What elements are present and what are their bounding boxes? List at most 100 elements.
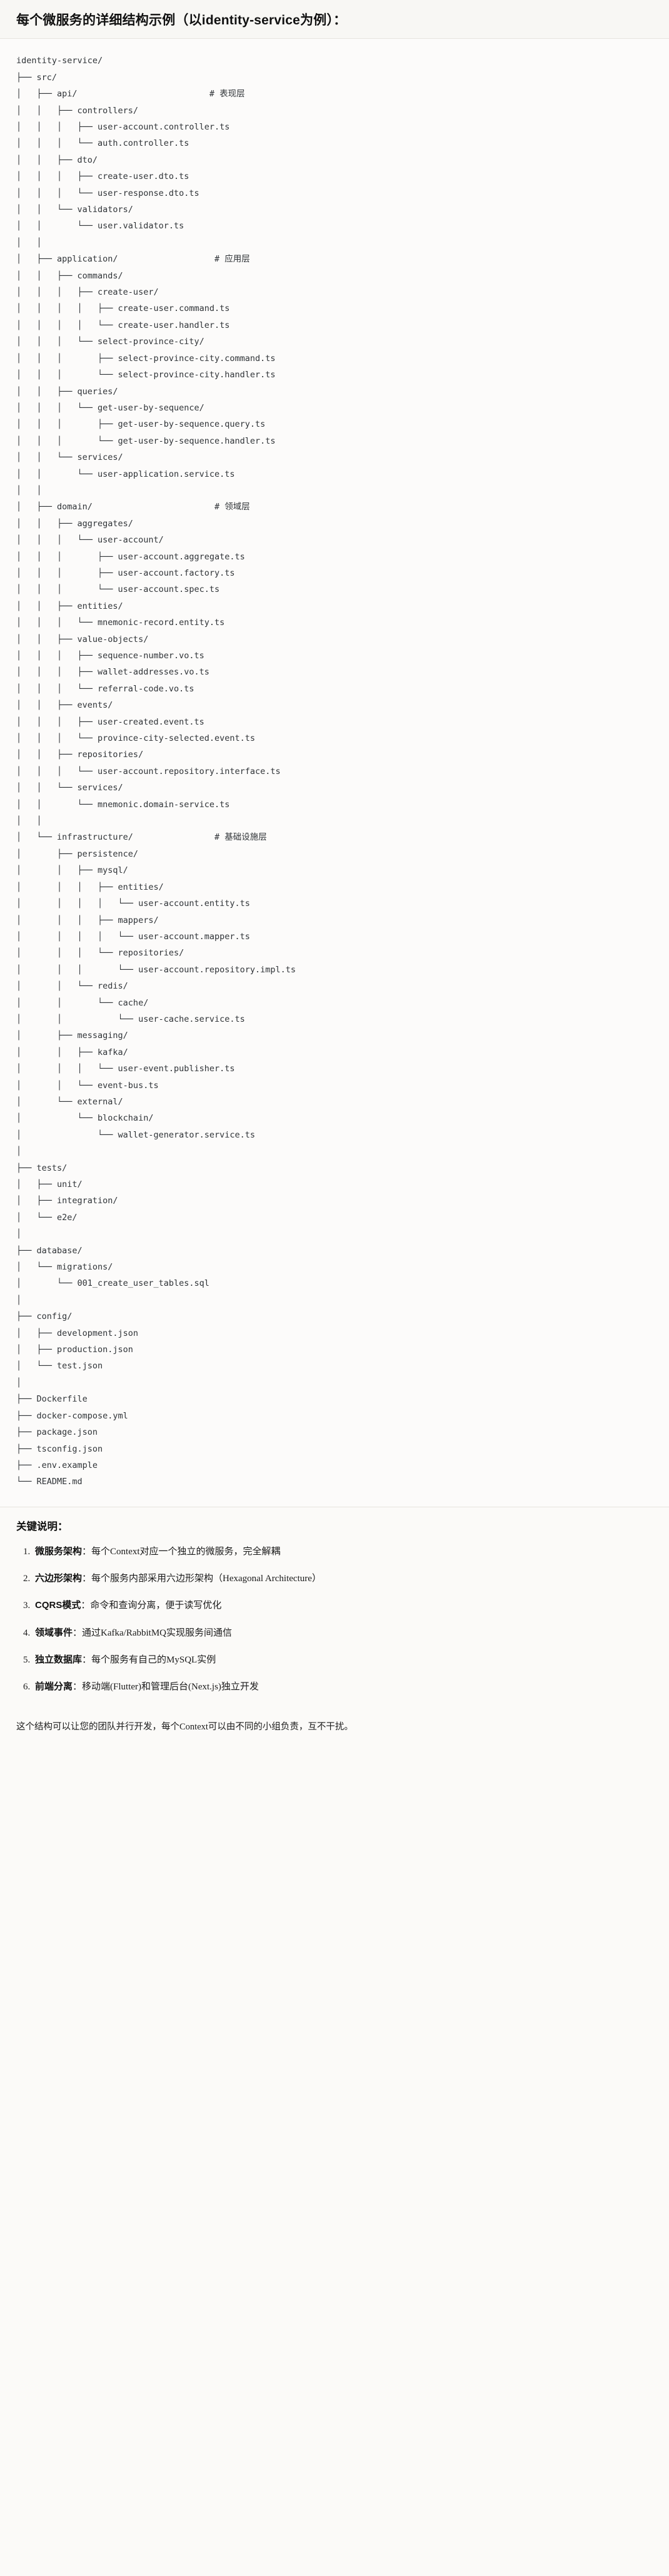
tree-line: │ │ │ └── user-account.spec.ts xyxy=(16,584,220,595)
tree-line: │ │ xyxy=(16,816,42,827)
tree-line: │ │ └── cache/ xyxy=(16,997,149,1008)
tree-line: │ │ ├── kafka/ xyxy=(16,1047,128,1057)
tree-line: │ └── infrastructure/ # 基础设施层 xyxy=(16,832,267,843)
key-note-description: 命令和查询分离，便于读写优化 xyxy=(90,1601,222,1611)
tree-line: ├── src/ xyxy=(16,72,58,83)
tree-line: │ ├── application/ # 应用层 xyxy=(16,254,250,265)
tree-line: │ xyxy=(16,1229,22,1240)
tree-line: ├── package.json xyxy=(16,1427,98,1438)
key-note-description: 通过Kafka/RabbitMQ实现服务间通信 xyxy=(82,1627,233,1638)
tree-line: │ │ ├── queries/ xyxy=(16,386,118,397)
tree-line: ├── Dockerfile xyxy=(16,1394,88,1405)
tree-line: │ │ └── user-cache.service.ts xyxy=(16,1014,245,1024)
tree-line-comment: # 领域层 xyxy=(214,502,250,512)
tree-line: │ └── external/ xyxy=(16,1096,123,1107)
tree-line: │ └── wallet-generator.service.ts xyxy=(16,1129,256,1140)
key-note-item: 领域事件：通过Kafka/RabbitMQ实现服务间通信 xyxy=(33,1626,653,1641)
tree-line: ├── .env.example xyxy=(16,1460,98,1470)
key-note-term: 前端分离 xyxy=(35,1681,73,1693)
tree-line: │ │ ├── repositories/ xyxy=(16,750,144,760)
tree-line: │ └── blockchain/ xyxy=(16,1113,154,1124)
tree-line: │ │ └── user-application.service.ts xyxy=(16,469,235,479)
key-note-separator: ： xyxy=(82,1654,92,1665)
tree-line: │ │ │ └── auth.controller.ts xyxy=(16,138,189,149)
tree-line: │ │ ├── commands/ xyxy=(16,270,123,281)
key-note-term: 独立数据库 xyxy=(35,1654,83,1665)
tree-line: ├── tests/ xyxy=(16,1163,68,1173)
key-note-description: 移动端(Flutter)和管理后台(Next.js)独立开发 xyxy=(82,1682,259,1693)
tree-line: │ │ ├── mysql/ xyxy=(16,865,128,876)
key-note-description: 每个服务有自己的MySQL实例 xyxy=(91,1654,216,1665)
tree-line: │ │ │ ├── wallet-addresses.vo.ts xyxy=(16,667,209,678)
tree-line: │ │ ├── controllers/ xyxy=(16,105,139,116)
key-note-term: CQRS模式 xyxy=(35,1600,81,1611)
document-page: 每个微服务的详细结构示例（以identity-service为例）： ident… xyxy=(0,0,669,1749)
tree-line: │ └── e2e/ xyxy=(16,1212,78,1223)
tree-line: │ │ └── event-bus.ts xyxy=(16,1080,159,1091)
tree-line: │ │ │ └── get-user-by-sequence/ xyxy=(16,402,204,413)
tree-line: ├── config/ xyxy=(16,1311,73,1322)
tree-line-comment: # 基础设施层 xyxy=(214,832,267,843)
tree-line: │ │ │ │ └── create-user.handler.ts xyxy=(16,320,230,330)
key-note-item: 前端分离：移动端(Flutter)和管理后台(Next.js)独立开发 xyxy=(33,1679,653,1694)
key-note-term: 微服务架构 xyxy=(35,1545,83,1557)
tree-line: │ │ │ └── user-response.dto.ts xyxy=(16,188,199,198)
key-note-term: 领域事件 xyxy=(35,1627,73,1638)
tree-line: │ │ ├── events/ xyxy=(16,700,113,711)
key-note-item: 独立数据库：每个服务有自己的MySQL实例 xyxy=(33,1652,653,1667)
tree-line: │ │ │ └── province-city-selected.event.t… xyxy=(16,733,256,744)
tree-line: │ │ │ └── referral-code.vo.ts xyxy=(16,683,194,694)
tree-line: │ │ xyxy=(16,237,42,248)
tree-line: │ │ │ └── user-account.repository.impl.t… xyxy=(16,964,296,975)
tree-line: ├── docker-compose.yml xyxy=(16,1410,128,1421)
tree-line: │ │ ├── entities/ xyxy=(16,601,123,611)
tree-line: │ │ └── validators/ xyxy=(16,205,133,215)
tree-line: │ xyxy=(16,1377,22,1388)
tree-line: │ │ │ ├── user-account.aggregate.ts xyxy=(16,551,245,562)
tree-line: │ └── migrations/ xyxy=(16,1262,113,1273)
tree-line: │ │ │ ├── create-user/ xyxy=(16,287,159,298)
tree-line: │ │ │ ├── user-account.controller.ts xyxy=(16,122,230,133)
tree-line-comment: # 表现层 xyxy=(209,89,245,99)
key-note-separator: ： xyxy=(82,1546,92,1557)
key-note-separator: ： xyxy=(73,1682,83,1693)
tree-line: ├── database/ xyxy=(16,1245,83,1256)
tree-line: └── README.md xyxy=(16,1477,83,1487)
directory-tree: identity-service/├── src/│ ├── api/ # 表现… xyxy=(16,53,653,1490)
tree-line: │ ├── unit/ xyxy=(16,1179,83,1190)
tree-line: │ │ ├── value-objects/ xyxy=(16,634,149,644)
tree-line: │ ├── messaging/ xyxy=(16,1031,128,1041)
tree-line: │ │ │ └── mnemonic-record.entity.ts xyxy=(16,618,225,628)
key-note-separator: ： xyxy=(82,1574,92,1584)
tree-line: │ │ │ └── user-account.repository.interf… xyxy=(16,766,281,776)
tree-line: │ │ │ ├── mappers/ xyxy=(16,915,159,925)
tree-line: │ │ xyxy=(16,485,42,496)
tree-line: │ ├── development.json xyxy=(16,1328,139,1338)
key-note-item: CQRS模式：命令和查询分离，便于读写优化 xyxy=(33,1598,653,1613)
closing-paragraph: 这个结构可以让您的团队并行开发，每个Context可以由不同的小组负责，互不干扰… xyxy=(0,1713,669,1749)
tree-line: │ │ │ └── select-province-city.handler.t… xyxy=(16,370,276,380)
tree-line: │ ├── persistence/ xyxy=(16,848,139,859)
tree-line: ├── tsconfig.json xyxy=(16,1443,103,1454)
key-note-description: 每个服务内部采用六边形架构（Hexagonal Architecture） xyxy=(91,1574,321,1584)
key-note-separator: ： xyxy=(81,1601,91,1611)
tree-line: │ │ │ ├── user-created.event.ts xyxy=(16,716,204,727)
tree-line: │ │ └── services/ xyxy=(16,452,123,463)
key-note-separator: ： xyxy=(73,1627,83,1638)
tree-line: │ ├── domain/ # 领域层 xyxy=(16,502,250,512)
tree-line: │ │ │ │ ├── create-user.command.ts xyxy=(16,303,230,314)
tree-line: │ └── test.json xyxy=(16,1361,103,1372)
tree-line: │ └── 001_create_user_tables.sql xyxy=(16,1278,209,1289)
key-notes-section: 关键说明： 微服务架构：每个Context对应一个独立的微服务，完全解耦六边形架… xyxy=(0,1507,669,1713)
tree-line: identity-service/ xyxy=(16,56,103,66)
tree-line: │ │ │ │ └── user-account.entity.ts xyxy=(16,899,250,909)
tree-line: │ │ │ ├── select-province-city.command.t… xyxy=(16,353,276,364)
tree-line: │ │ │ ├── get-user-by-sequence.query.ts xyxy=(16,419,266,430)
tree-line-comment: # 应用层 xyxy=(214,254,250,265)
tree-line: │ │ │ └── select-province-city/ xyxy=(16,337,204,347)
tree-line: │ │ ├── aggregates/ xyxy=(16,518,133,529)
tree-line: │ │ │ ├── entities/ xyxy=(16,882,164,892)
tree-line: │ │ └── user.validator.ts xyxy=(16,221,184,232)
tree-line: │ │ └── redis/ xyxy=(16,981,128,992)
tree-line: │ │ ├── dto/ xyxy=(16,155,98,165)
